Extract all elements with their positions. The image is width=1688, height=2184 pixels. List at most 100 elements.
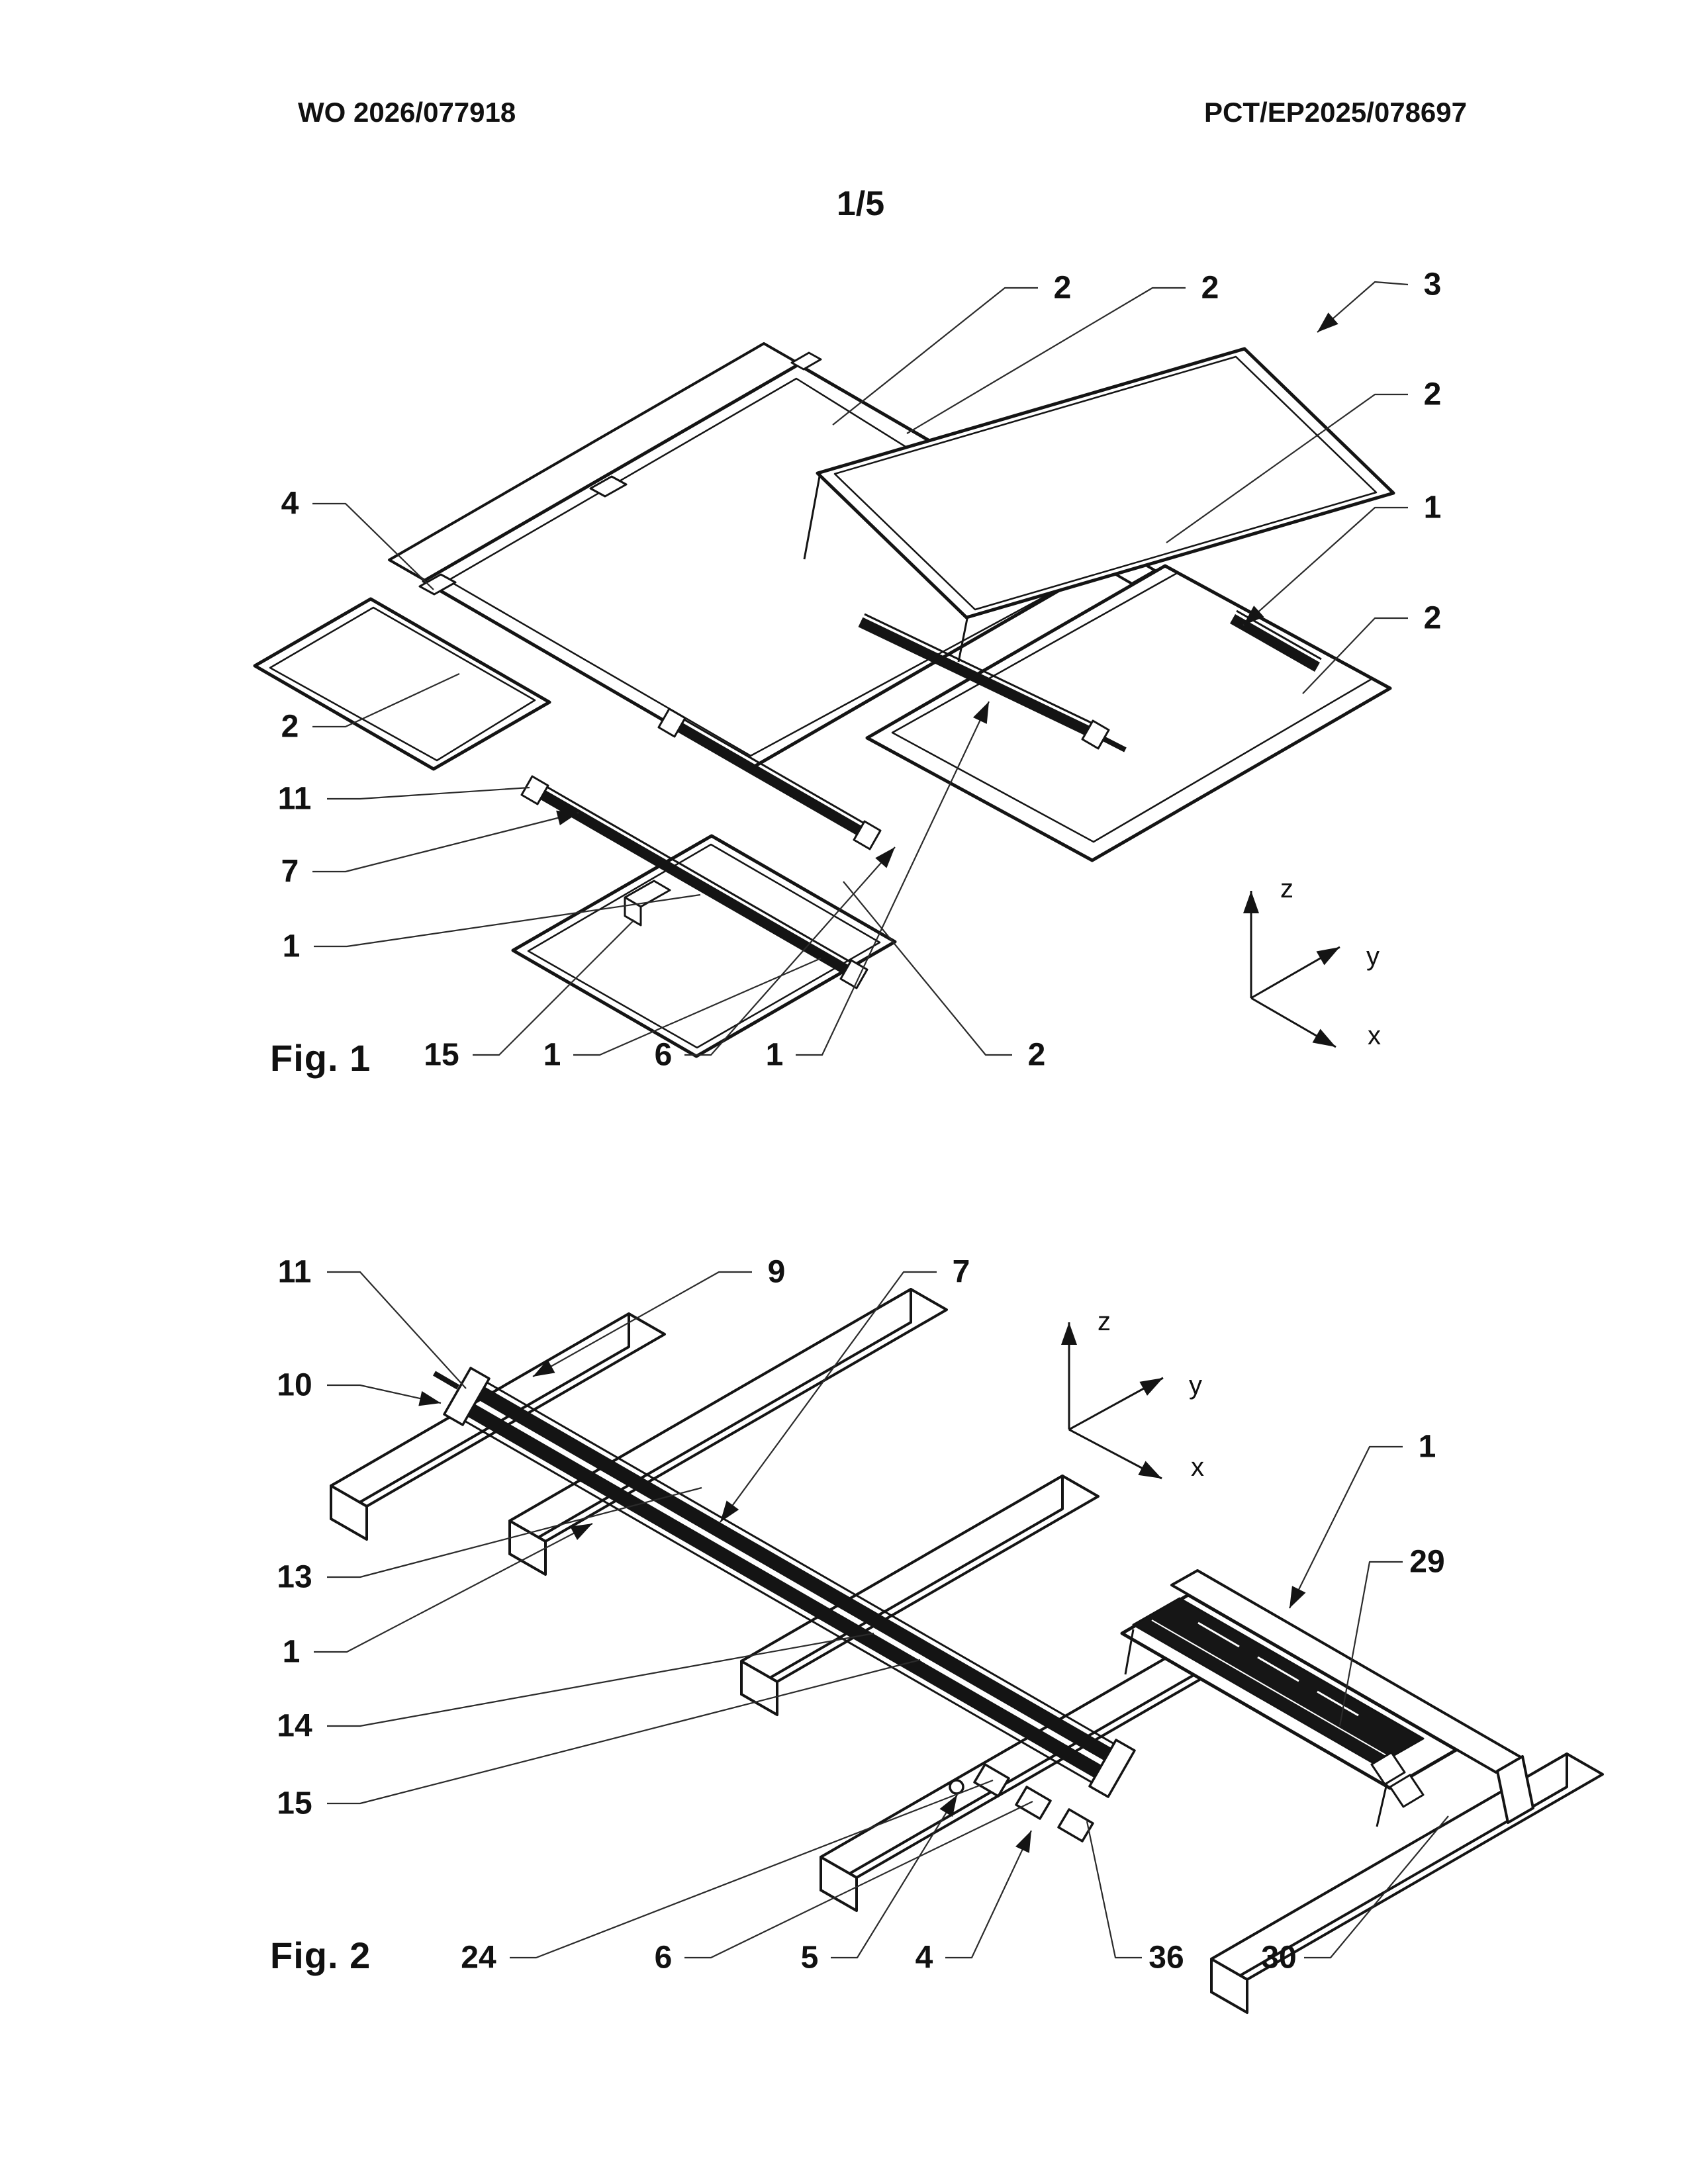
leader-line <box>945 1830 1032 1959</box>
reference-numeral: 6 <box>655 1940 673 1976</box>
reference-numeral: 1 <box>1419 1430 1436 1465</box>
figure-1-ref-4-4: 4 <box>281 486 434 590</box>
mounting-rail-3-edge <box>864 613 1100 728</box>
figure-1-ref-1-10: 1 <box>283 893 701 964</box>
figure-2-ref-36-12: 36 <box>1086 1821 1184 1976</box>
reference-numeral: 15 <box>277 1786 312 1821</box>
rail-stripe-upper <box>468 1381 1121 1766</box>
leader-arrowhead <box>418 1390 441 1406</box>
reference-numeral: 2 <box>1054 271 1072 306</box>
leader-line <box>1166 393 1408 543</box>
leader-line <box>314 1523 593 1653</box>
leader-line <box>832 287 1038 426</box>
panel-support-1 <box>1124 1629 1135 1675</box>
figure-1-ref-2-1: 2 <box>906 271 1219 434</box>
publication-number: WO 2026/077918 <box>298 97 516 128</box>
module-streak <box>1151 1619 1403 1765</box>
figure-2-ref-9-1: 9 <box>532 1255 786 1377</box>
reference-numeral: 3 <box>1424 267 1442 302</box>
figure-1-ref-1-12: 1 <box>543 957 821 1073</box>
figure-2-ref-1-5: 1 <box>283 1523 593 1670</box>
figure-1-ref-15-11: 15 <box>424 919 635 1073</box>
reference-numeral: 7 <box>281 854 299 889</box>
rail-outline-lower <box>455 1414 1102 1789</box>
panel-west-inner <box>269 606 536 762</box>
figure-2-ref-10-3: 10 <box>277 1368 442 1406</box>
figure-2-ref-14-6: 14 <box>277 1632 874 1744</box>
figure-2-caption: Fig. 2 <box>270 1934 371 1976</box>
rail-endblock-left <box>443 1367 491 1426</box>
reference-numeral: 6 <box>655 1038 673 1073</box>
figure-2-axis-z-label: z <box>1098 1307 1111 1336</box>
reference-numeral: 7 <box>953 1255 970 1290</box>
leader-line <box>573 957 821 1056</box>
tilt-support-2 <box>957 615 969 662</box>
figure-1-axis-x-arrowhead <box>1312 1028 1336 1047</box>
figure-2-ref-15-7: 15 <box>277 1659 921 1821</box>
leader-arrowhead <box>556 810 579 825</box>
reference-numeral: 9 <box>768 1255 786 1290</box>
leader-line <box>1243 506 1408 626</box>
mounting-rail-3 <box>858 617 1098 740</box>
leader-arrowhead <box>939 1795 957 1817</box>
figure-2-ref-5-10: 5 <box>801 1794 958 1976</box>
figure-1-ref-1-14: 1 <box>766 701 990 1073</box>
batten-1-front <box>508 1288 912 1555</box>
reference-numeral: 29 <box>1409 1545 1444 1580</box>
clamp-b <box>589 475 628 498</box>
module-hl-3 <box>1317 1690 1359 1717</box>
rail-end-pin <box>432 1371 460 1390</box>
reference-numeral: 1 <box>543 1038 561 1073</box>
reference-numeral: 2 <box>281 709 299 745</box>
figure-2-ref-11-0: 11 <box>278 1255 467 1389</box>
figure-1-ref-2-7: 2 <box>281 673 460 745</box>
figure-1-ref-2-0: 2 <box>832 271 1072 426</box>
figure-2-axis-x-arrowhead <box>1138 1461 1162 1479</box>
leader-line <box>831 1794 958 1959</box>
figure-2-axis-y-arrowhead <box>1139 1378 1163 1396</box>
rail-endblock-right <box>1088 1739 1136 1798</box>
leader-line <box>327 1659 921 1805</box>
panel-lip-fold <box>1496 1755 1534 1824</box>
figure-2-ref-13-4: 13 <box>277 1486 702 1595</box>
rail-clamp-2 <box>1015 1786 1052 1820</box>
leader-line <box>532 1271 752 1377</box>
leader-arrowhead <box>972 702 989 724</box>
rail-outline-upper <box>477 1376 1124 1751</box>
leader-arrowhead <box>1243 606 1264 625</box>
reference-numeral: 2 <box>1201 271 1219 306</box>
figure-2-axis-y-label: y <box>1189 1371 1202 1400</box>
reference-numeral: 2 <box>1028 1038 1046 1073</box>
reference-numeral: 15 <box>424 1038 459 1073</box>
tilted-panel-inner <box>833 355 1378 611</box>
reference-numeral: 2 <box>1424 601 1442 636</box>
reference-numeral: 11 <box>278 782 312 817</box>
figure-1-ref-3-2: 3 <box>1317 267 1441 333</box>
reference-numeral: 10 <box>277 1368 312 1403</box>
leader-line <box>1304 1815 1449 1959</box>
leader-line <box>312 811 579 873</box>
figure-1-axis-y-label: y <box>1366 942 1380 971</box>
leader-line <box>327 1384 442 1404</box>
clamp-a <box>418 573 457 596</box>
rail-stripe-lower <box>458 1398 1111 1784</box>
leader-arrowhead <box>533 1359 555 1377</box>
bolt <box>949 1779 964 1795</box>
batten-2-end <box>330 1484 368 1541</box>
leader-arrowhead <box>1289 1586 1306 1608</box>
figure-2-ref-6-9: 6 <box>655 1801 1033 1976</box>
figure-1-ref-11-8: 11 <box>278 782 530 817</box>
figure-1-axis-z-label: z <box>1280 874 1293 903</box>
figure-2-axis-z-arrowhead <box>1061 1322 1077 1345</box>
figure-1-ref-2-3: 2 <box>1166 377 1441 543</box>
rail-2-endblock-right <box>853 820 882 850</box>
rail-clamp-3 <box>1057 1808 1094 1843</box>
reference-numeral: 1 <box>283 1635 301 1670</box>
module-hl-1 <box>1197 1621 1240 1648</box>
application-number: PCT/EP2025/078697 <box>1204 97 1467 128</box>
figure-2-ref-1-14: 1 <box>1289 1430 1436 1609</box>
